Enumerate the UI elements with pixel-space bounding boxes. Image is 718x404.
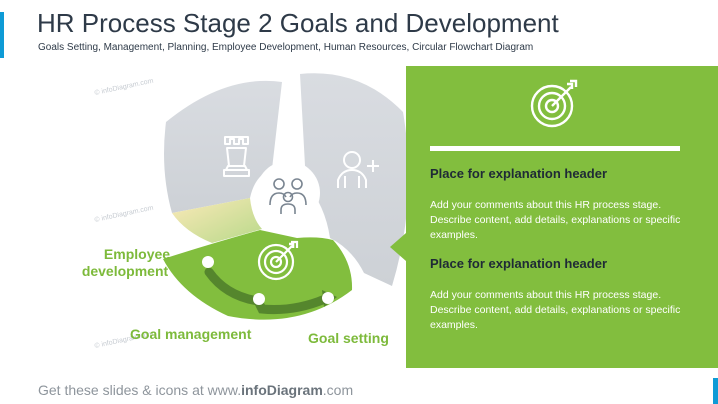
footer-suffix: .com	[322, 382, 354, 398]
explanation-text-1: Add your comments about this HR process …	[430, 199, 681, 241]
team-icon	[269, 178, 307, 214]
explanation-header-1: Place for explanation header	[430, 166, 608, 181]
segment-add-employee	[300, 73, 409, 286]
add-user-icon	[337, 151, 379, 188]
target-icon	[530, 79, 578, 128]
footer-prefix: Get these slides & icons at www.	[38, 382, 242, 398]
target-icon	[257, 240, 299, 281]
page-title: HR Process Stage 2 Goals and Development	[37, 8, 559, 38]
footer-accent-bar	[713, 378, 718, 404]
segment-transition	[172, 198, 262, 243]
flow-dot-end	[322, 292, 334, 304]
flow-arrow	[204, 267, 330, 315]
left-accent-bar	[0, 12, 4, 58]
panel-divider	[430, 146, 680, 151]
label-employee-development-line1: Employee	[104, 246, 170, 262]
panel-pointer	[390, 233, 406, 261]
label-goal-management: Goal management	[130, 326, 252, 342]
explanation-panel: Place for explanation header Add your co…	[406, 66, 718, 368]
watermark-text: © infoDiagram.com	[94, 204, 155, 224]
footer-brand: infoDiagram	[241, 382, 323, 398]
footer-credit: Get these slides & icons at www.infoDiag…	[38, 382, 353, 398]
explanation-header-2: Place for explanation header	[430, 256, 608, 271]
label-goal-setting: Goal setting	[308, 330, 389, 346]
segment-chess-strategy	[164, 80, 282, 213]
page-subtitle: Goals Setting, Management, Planning, Emp…	[38, 42, 534, 53]
label-employee-development-line2: development	[82, 263, 169, 279]
explanation-text-2: Add your comments about this HR process …	[430, 289, 681, 331]
chess-rook-icon	[223, 136, 250, 177]
flow-dot-middle	[253, 293, 265, 305]
flow-dot-start	[202, 256, 214, 268]
segment-goal-development	[163, 230, 353, 320]
watermark-text: © infoDiagram.com	[94, 77, 155, 97]
